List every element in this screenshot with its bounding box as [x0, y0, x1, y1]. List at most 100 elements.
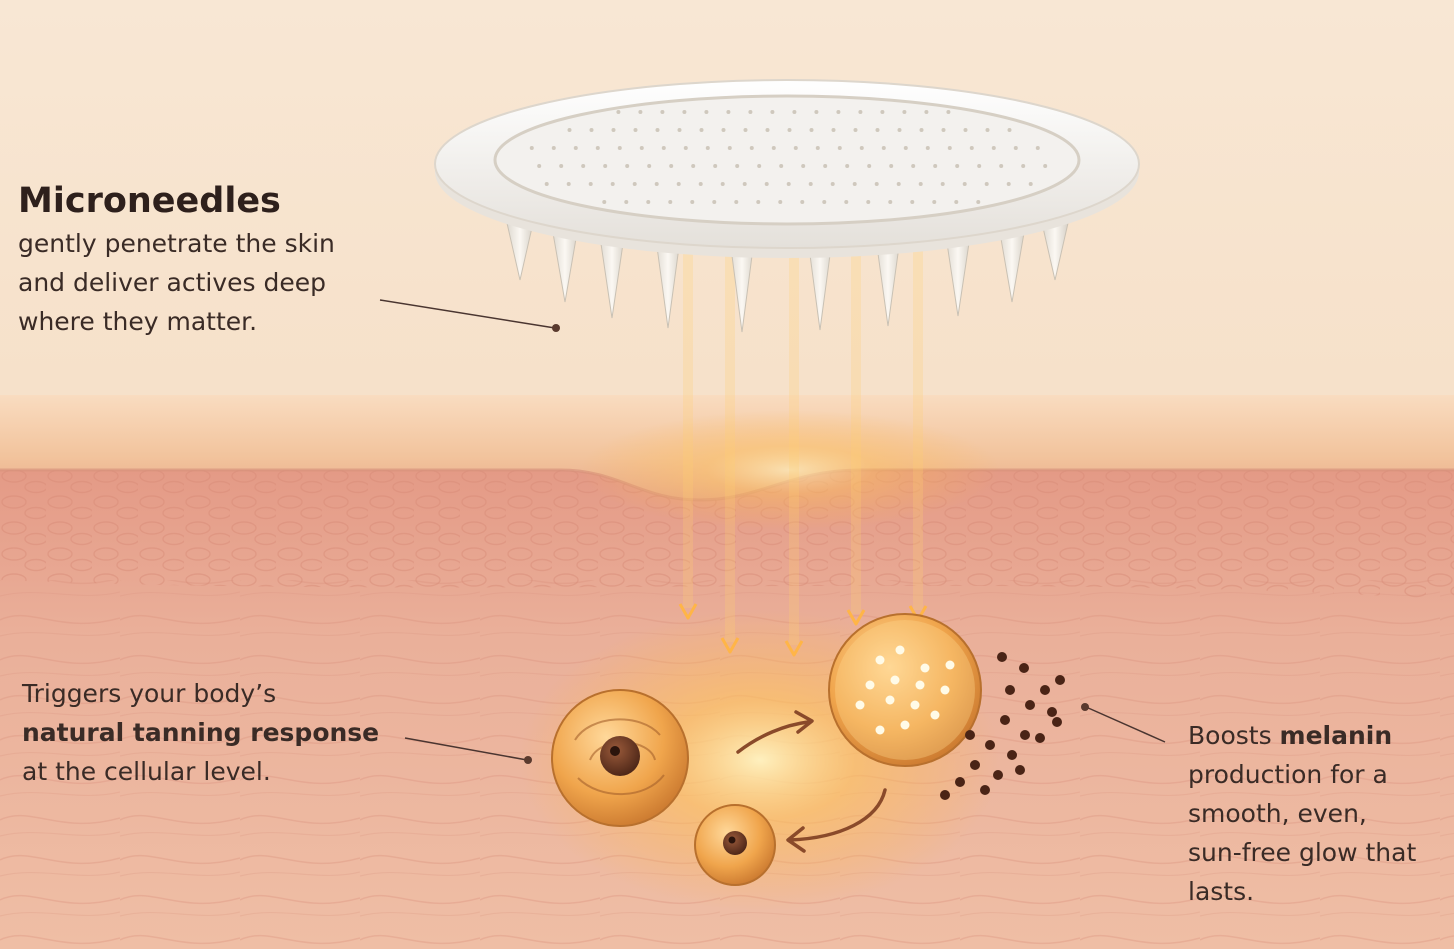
patch-dot	[765, 128, 770, 132]
melanin-granule	[940, 790, 950, 800]
patch-dot	[690, 200, 695, 204]
patch-dot	[902, 110, 907, 114]
patch-dot	[595, 146, 600, 150]
microneedles-callout: Microneedles gently penetrate the skin a…	[18, 178, 398, 341]
melanin-callout: Boosts melanin production for a smooth, …	[1188, 716, 1453, 911]
patch-dot	[814, 110, 819, 114]
microneedles-line-1: gently penetrate the skin	[18, 229, 335, 258]
active-sparkle	[945, 660, 955, 670]
patch-dot	[1007, 128, 1012, 132]
patch-dot	[787, 128, 792, 132]
melanin-line-4: sun-free glow that	[1188, 838, 1417, 867]
patch-dot	[559, 164, 564, 168]
tanning-line-1: Triggers your body’s	[22, 679, 277, 708]
patch-dot	[933, 164, 938, 168]
leader-lines	[379, 299, 1166, 764]
patch-dot	[977, 164, 982, 168]
patch-dot	[529, 146, 534, 150]
patch-dot	[853, 128, 858, 132]
patch-dot	[779, 164, 784, 168]
melanin-line-5: lasts.	[1188, 877, 1255, 906]
melanin-granule	[1035, 733, 1045, 743]
patch-dot	[1006, 182, 1011, 186]
patch-dot	[963, 128, 968, 132]
melanin-granule	[1040, 685, 1050, 695]
patch-dot	[537, 164, 542, 168]
active-sparkle	[865, 680, 875, 690]
patch-dot	[691, 164, 696, 168]
patch-dot	[713, 164, 718, 168]
patch-dot	[720, 182, 725, 186]
patch-dot	[888, 200, 893, 204]
patch-dot	[727, 146, 732, 150]
melanin-granule	[965, 730, 975, 740]
melanin-granule	[1020, 730, 1030, 740]
patch-dot	[603, 164, 608, 168]
patch-dot	[793, 146, 798, 150]
patch-dot	[778, 200, 783, 204]
patch-dot	[801, 164, 806, 168]
patch-dot	[764, 182, 769, 186]
patch-dot	[830, 182, 835, 186]
patch-dot	[984, 182, 989, 186]
melanin-granule	[1047, 707, 1057, 717]
melanin-granule	[1055, 675, 1065, 685]
patch-dot	[858, 110, 863, 114]
melanin-line-3: smooth, even,	[1188, 799, 1367, 828]
patch-dot	[924, 110, 929, 114]
patch-dot	[786, 182, 791, 186]
patch-dot	[880, 110, 885, 114]
patch-dot	[735, 164, 740, 168]
patch-dot	[573, 146, 578, 150]
patch-dot	[962, 182, 967, 186]
patch-dot	[836, 110, 841, 114]
patch-dot	[867, 164, 872, 168]
delivery-beams	[678, 250, 928, 657]
patch-dot	[756, 200, 761, 204]
melanin-line-2: production for a	[1188, 760, 1388, 789]
patch-surface-dots	[529, 110, 1048, 204]
patch-dot	[940, 182, 945, 186]
patch-dot	[1013, 146, 1018, 150]
patch-dot	[625, 164, 630, 168]
patch-dot	[544, 182, 549, 186]
microneedles-line-3: where they matter.	[18, 307, 258, 336]
patch-dot	[699, 128, 704, 132]
patch-dot	[859, 146, 864, 150]
patch-dot	[654, 182, 659, 186]
patch-dot	[617, 146, 622, 150]
patch-dot	[647, 164, 652, 168]
patch-dot	[683, 146, 688, 150]
patch-dot	[946, 110, 951, 114]
beam-arrowhead	[678, 603, 698, 620]
patch-dot	[589, 128, 594, 132]
arrow-to-daughter	[788, 788, 887, 842]
daughter-cell	[694, 804, 776, 886]
microneedles-heading: Microneedles	[18, 181, 281, 221]
microneedle-patch	[434, 79, 1140, 333]
active-sparkle	[885, 695, 895, 705]
patch-dot	[770, 110, 775, 114]
patch-dot	[792, 110, 797, 114]
patch-dot	[991, 146, 996, 150]
patch-dot	[897, 128, 902, 132]
patch-dot	[1043, 164, 1048, 168]
melanin-granules	[940, 652, 1065, 800]
beam-arrowhead	[846, 609, 866, 626]
patch-dot	[941, 128, 946, 132]
patch-dot	[815, 146, 820, 150]
patch-dot	[633, 128, 638, 132]
beam-arrowhead	[720, 637, 740, 654]
melanin-granule	[1000, 715, 1010, 725]
tanning-bold-phrase: natural tanning response	[22, 718, 380, 747]
patch-dot	[925, 146, 930, 150]
patch-dot	[1028, 182, 1033, 186]
patch-dot	[809, 128, 814, 132]
patch-dot	[748, 110, 753, 114]
active-sparkle	[875, 655, 885, 665]
active-sparkle	[910, 700, 920, 710]
melanin-granule	[970, 760, 980, 770]
melanin-granule	[980, 785, 990, 795]
active-sparkle	[920, 663, 930, 673]
